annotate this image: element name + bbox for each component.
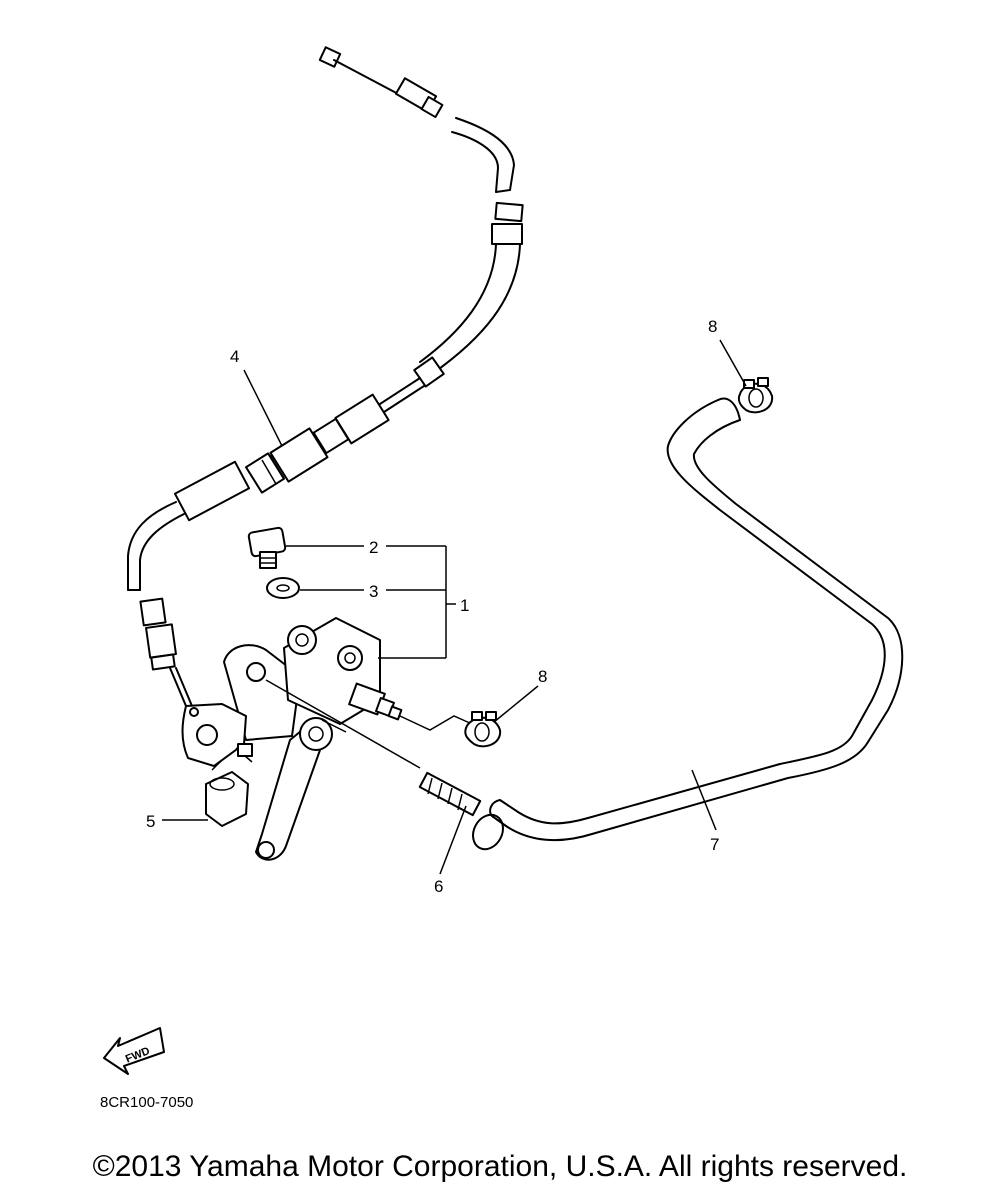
callout-2: 2 (369, 538, 378, 557)
callout-7: 7 (710, 835, 719, 854)
bolt-6 (265, 679, 504, 851)
callout-5: 5 (146, 812, 155, 831)
clip-8-lower (464, 711, 502, 748)
callout-3: 3 (369, 582, 378, 601)
callout-8-lower: 8 (538, 667, 547, 686)
cable-assembly (127, 46, 524, 707)
clip-8-upper (737, 377, 774, 414)
callout-6: 6 (434, 877, 443, 896)
hose-7 (489, 397, 904, 842)
washer-3 (266, 577, 300, 599)
copyright-notice: ©2013 Yamaha Motor Corporation, U.S.A. A… (92, 1150, 908, 1183)
oil-pump-assembly (181, 617, 473, 861)
callout-1: 1 (460, 596, 469, 615)
callout-labels: 4 2 3 1 5 6 7 8 8 (146, 317, 719, 896)
leader-lines (162, 339, 747, 875)
bolt-2 (247, 526, 287, 569)
nut-5 (205, 771, 249, 827)
reference-code: 8CR100-7050 (100, 1094, 194, 1111)
callout-4: 4 (230, 347, 239, 366)
fwd-arrow-icon: FWD (103, 1027, 165, 1075)
callout-8-upper: 8 (708, 317, 717, 336)
